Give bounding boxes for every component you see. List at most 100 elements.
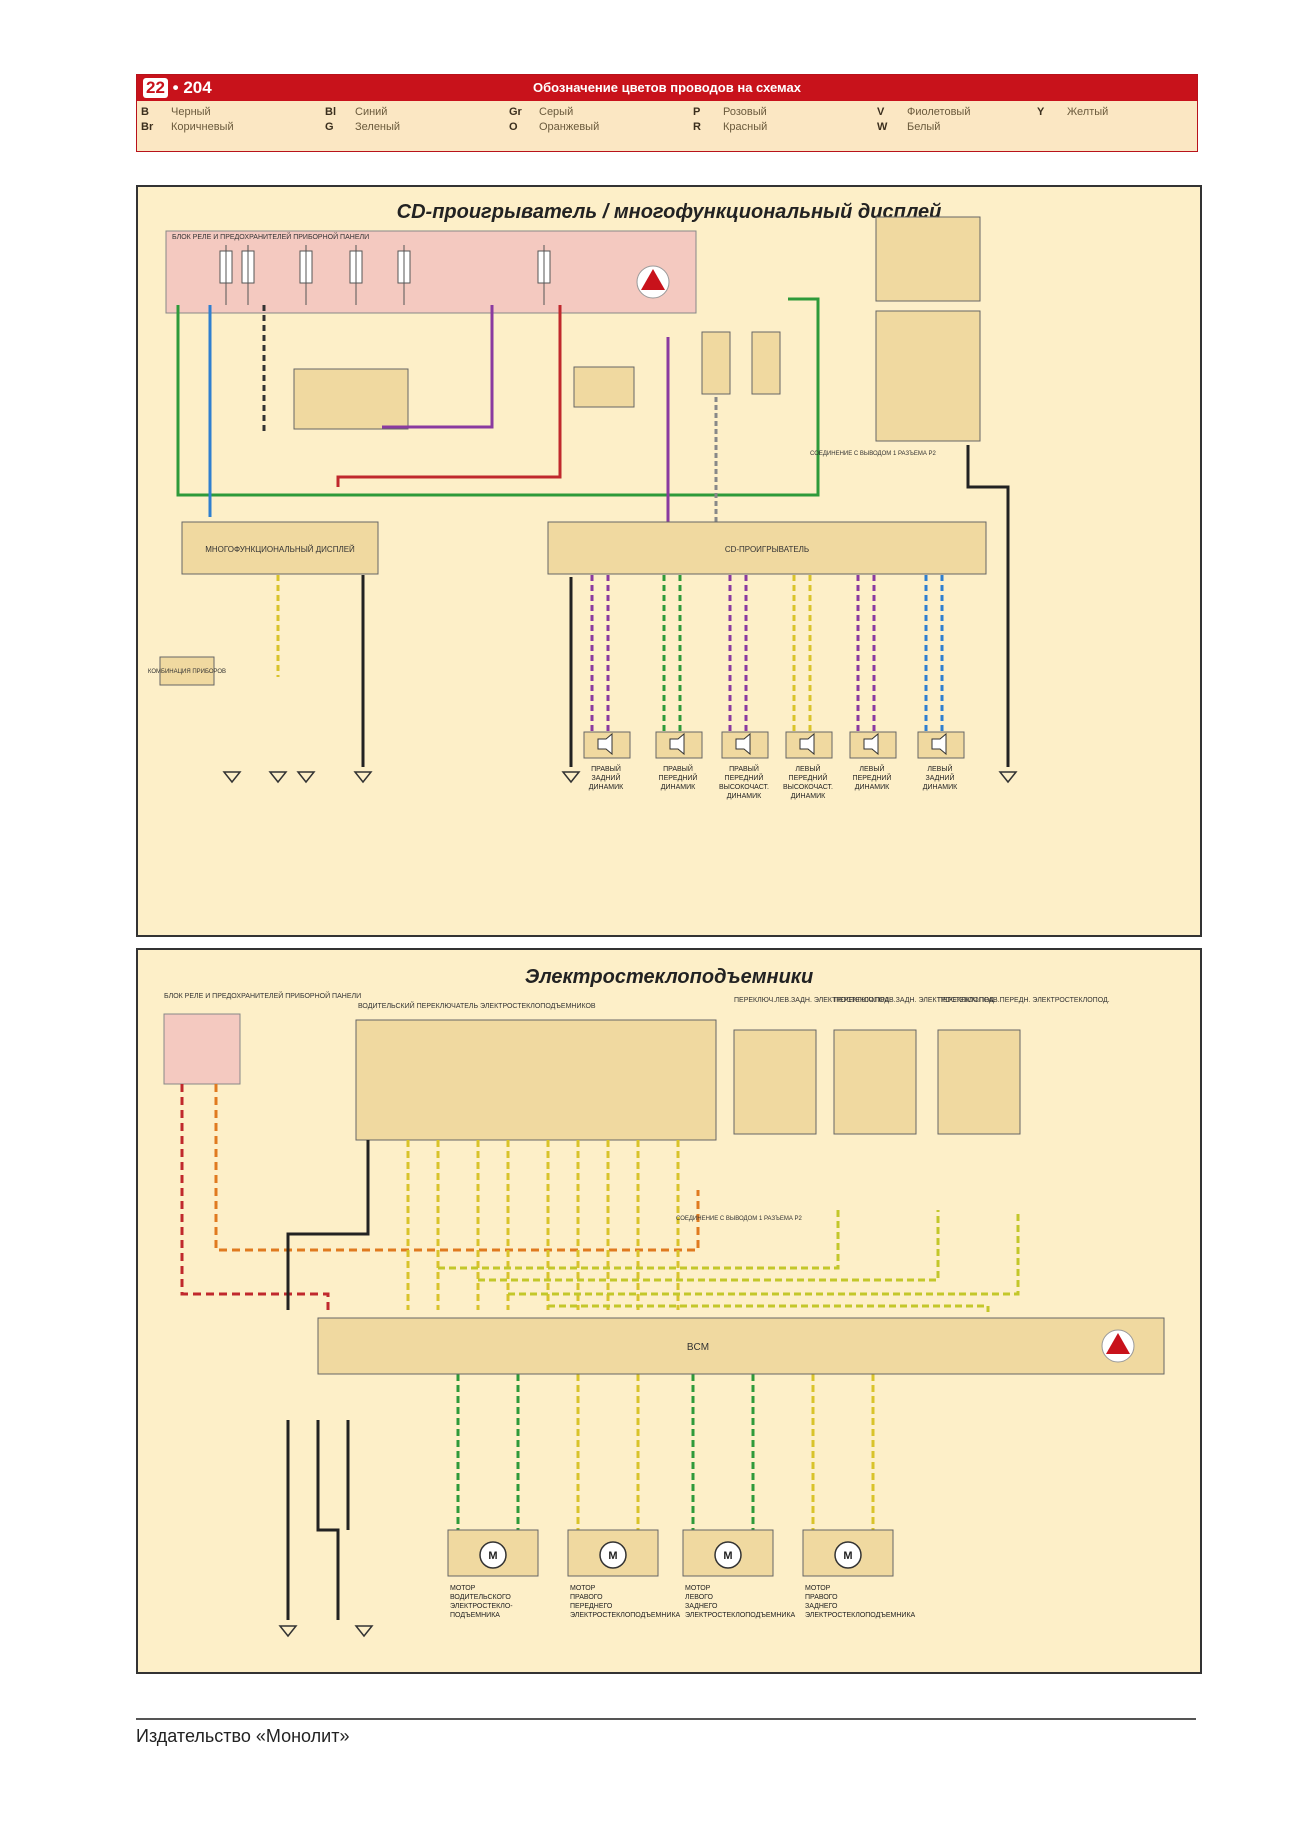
speaker-wire — [792, 575, 812, 732]
speakers: ПРАВЫЙЗАДНИЙДИНАМИКПРАВЫЙПЕРЕДНИЙДИНАМИК… — [583, 731, 965, 800]
ground-symbol — [354, 1625, 374, 1638]
fuse-block — [165, 230, 697, 314]
speaker-wire — [728, 575, 748, 732]
speaker-label: ЛЕВЫЙ — [859, 764, 884, 773]
legend-name: Оранжевый — [539, 121, 600, 133]
motor-label: ЛЕВОГО — [685, 1594, 714, 1601]
cd-player-unit — [547, 521, 987, 575]
logo-mark — [641, 269, 665, 290]
ground-symbol — [998, 771, 1018, 784]
speaker-label: ПЕРЕДНИЙ — [659, 773, 698, 782]
legend-code: Gr — [509, 106, 522, 118]
connection-note-cd: СОЕДИНЕНИЕ С ВЫВОДОМ 1 РАЗЪЕМА Р2 — [810, 451, 937, 457]
motor-label: ПОДЪЕМНИКА — [450, 1612, 500, 1619]
switch-front-right — [937, 1029, 1021, 1135]
speaker-icon — [799, 732, 815, 756]
reverse-light-switch — [751, 331, 781, 395]
ground-symbols-windows — [278, 1625, 374, 1638]
parking-brake-switch — [701, 331, 731, 395]
legend-name: Фиолетовый — [907, 106, 971, 118]
motor-symbol: M — [723, 1550, 732, 1562]
motor-wire — [691, 1374, 755, 1530]
legend-name: Синий — [355, 106, 388, 118]
ground-symbol — [268, 771, 288, 784]
motor-wire — [811, 1374, 875, 1530]
switch-rear-left — [733, 1029, 817, 1135]
relay-block-upper — [875, 216, 981, 302]
wire-yellow-bundle — [406, 1140, 680, 1310]
motor-wires — [456, 1374, 875, 1530]
motor-label: ЭЛЕКТРОСТЕКЛОПОДЪЕМНИКА — [685, 1612, 796, 1619]
legend-code: Bl — [325, 106, 336, 118]
legend-item: G Зеленый — [325, 121, 400, 133]
legend-name: Зеленый — [355, 121, 401, 133]
speaker-label: ДИНАМИК — [589, 784, 624, 791]
speaker-label: ЛЕВЫЙ — [795, 764, 820, 773]
speaker-wire — [662, 575, 682, 732]
speaker-label: ДИНАМИК — [855, 784, 890, 791]
bcm-unit — [317, 1317, 1165, 1375]
legend-title: Обозначение цветов проводов на схемах — [533, 80, 801, 95]
motor-label: МОТОР — [805, 1585, 831, 1592]
legend-name: Белый — [907, 121, 941, 133]
page-number-value: 204 — [183, 78, 212, 97]
legend-code: G — [325, 121, 334, 133]
header-bar: 22 • 204 Обозначение цветов проводов на … — [137, 75, 1197, 101]
ground-symbol — [222, 771, 242, 784]
switch-rl-label: ПЕРЕКЛЮЧ.ЛЕВ.ЗАДН. ЭЛЕКТРОСТЕКЛОПОД. — [734, 997, 891, 1004]
legend-code: O — [509, 121, 518, 133]
wire-black — [966, 445, 1010, 767]
motor-symbol: M — [608, 1550, 617, 1562]
legend-code: W — [877, 121, 888, 133]
motor-label: ЗАДНЕГО — [805, 1603, 838, 1610]
fuse-group — [219, 245, 551, 305]
motor-label: ЭЛЕКТРОСТЕКЛОПОДЪЕМНИКА — [805, 1612, 916, 1619]
legend-name: Розовый — [723, 106, 767, 118]
instrument-cluster — [159, 656, 215, 686]
fuse-block-label-2: БЛОК РЕЛЕ И ПРЕДОХРАНИТЕЛЕЙ ПРИБОРНОЙ ПА… — [164, 991, 361, 1000]
ground-symbol — [296, 771, 316, 784]
motor-symbol: M — [488, 1550, 497, 1562]
antenna-amplifier — [573, 366, 635, 408]
diagram-title-cd: CD-проигрыватель / многофункциональный д… — [396, 201, 942, 223]
wire-color-legend: 22 • 204 Обозначение цветов проводов на … — [136, 74, 1198, 152]
speaker-label: ВЫСОКОЧАСТ. — [719, 784, 769, 791]
speaker-label: ПРАВЫЙ — [663, 764, 693, 773]
switch-rear-right — [833, 1029, 917, 1135]
fuse-block-label: БЛОК РЕЛЕ И ПРЕДОХРАНИТЕЛЕЙ ПРИБОРНОЙ ПА… — [172, 232, 369, 241]
motor-label: МОТОР — [450, 1585, 476, 1592]
footer-rule — [136, 1718, 1196, 1720]
switch-rr-label: ПЕРЕКЛЮЧ.ПРАВ.ЗАДН. ЭЛЕКТРОСТЕКЛОПОД. — [834, 997, 996, 1004]
motor-label: МОТОР — [685, 1585, 711, 1592]
wire-red — [336, 305, 562, 487]
legend-name: Коричневый — [171, 121, 234, 133]
wire-green — [176, 297, 820, 497]
cd-label: CD-ПРОИГРЫВАТЕЛЬ — [725, 545, 809, 554]
speaker-wires — [590, 575, 944, 732]
motor-wire — [456, 1374, 520, 1530]
speaker-icon — [735, 732, 751, 756]
legend-code: R — [693, 121, 701, 133]
wire-violet — [382, 305, 494, 429]
speaker-icon — [931, 732, 947, 756]
wire-yellow-green — [438, 1210, 1020, 1312]
motor-label: ПЕРЕДНЕГО — [570, 1603, 613, 1610]
ground-symbol — [278, 1625, 298, 1638]
switch-fr-label: ПЕРЕКЛЮЧ.ПРАВ.ПЕРЕДН. ЭЛЕКТРОСТЕКЛОПОД. — [938, 997, 1110, 1004]
motor-label: ЭЛЕКТРОСТЕКЛОПОДЪЕМНИКА — [570, 1612, 681, 1619]
speaker-label: ПЕРЕДНИЙ — [789, 773, 828, 782]
legend-code: Y — [1037, 106, 1045, 118]
legend-item: Br Коричневый — [141, 121, 234, 133]
cd-schematic: БЛОК РЕЛЕ И ПРЕДОХРАНИТЕЛЕЙ ПРИБОРНОЙ ПА… — [148, 216, 1018, 800]
motor-label: ПРАВОГО — [805, 1594, 838, 1601]
wire-red-orange-1 — [180, 1084, 330, 1310]
legend-code: Br — [141, 121, 154, 133]
speaker-icon — [669, 732, 685, 756]
motor-label: ПРАВОГО — [570, 1594, 603, 1601]
wires-windows — [180, 1084, 1020, 1620]
motor-icon — [834, 1541, 862, 1569]
